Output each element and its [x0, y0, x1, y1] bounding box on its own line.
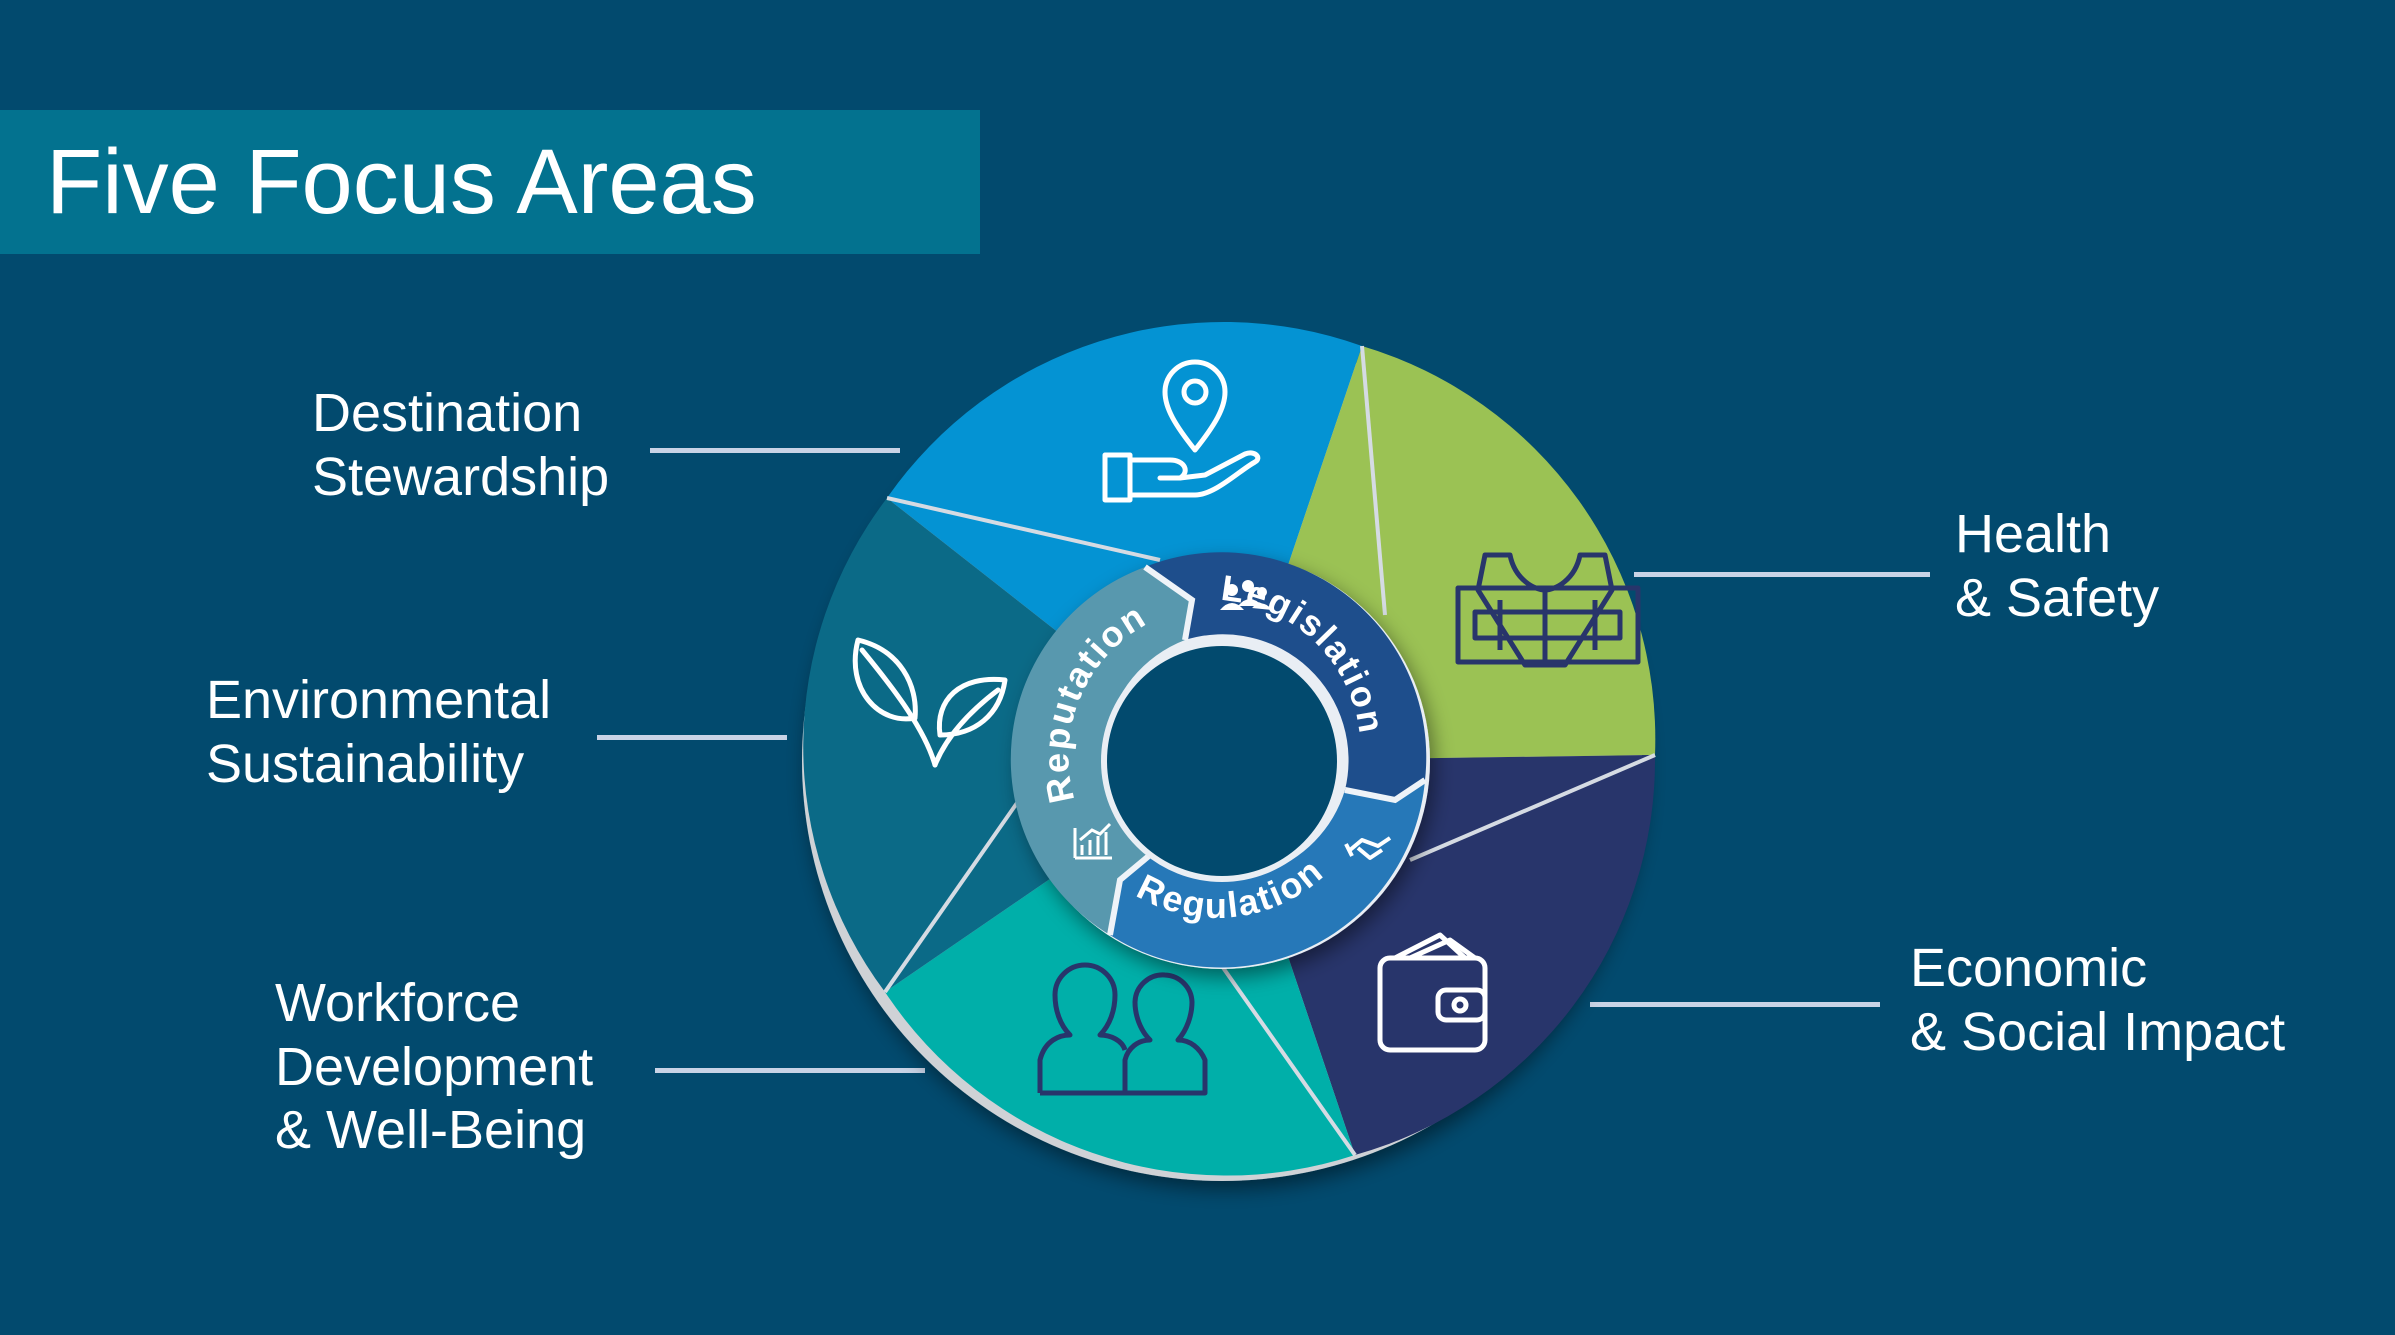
label-environmental-sustainability: Environmental Sustainability	[206, 670, 552, 794]
bar-chart-icon	[1073, 822, 1112, 860]
location-pin-hand-icon	[1102, 359, 1261, 503]
wallet-icon	[1377, 932, 1488, 1053]
ring-segment-legislation	[1145, 552, 1427, 800]
ring-segment-reputation	[1010, 567, 1192, 935]
leaf-icon	[852, 637, 1008, 768]
page-title: Five Focus Areas	[46, 131, 757, 233]
people-icon	[1037, 962, 1208, 1096]
handshake-icon	[1344, 836, 1392, 860]
group-icon	[1220, 580, 1272, 610]
segment-dividers	[883, 345, 1656, 1157]
label-health-safety: Health & Safety	[1955, 504, 2160, 628]
ring-segment-regulation	[1110, 780, 1425, 968]
safety-vest-icon	[1455, 552, 1641, 668]
label-workforce-development: Workforce Development & Well-Being	[275, 973, 594, 1161]
leader-line-health	[1634, 572, 1930, 577]
label-economic-social-impact: Economic & Social Impact	[1910, 938, 2286, 1062]
leader-line-environment	[597, 735, 787, 740]
leader-line-destination	[650, 448, 900, 453]
ring-dividers	[1107, 564, 1427, 936]
label-destination-stewardship: Destination Stewardship	[312, 383, 610, 507]
leader-line-economic	[1590, 1002, 1880, 1007]
ring-center	[1101, 640, 1343, 882]
title-banner: Five Focus Areas	[0, 110, 980, 254]
leader-line-workforce	[655, 1068, 925, 1073]
